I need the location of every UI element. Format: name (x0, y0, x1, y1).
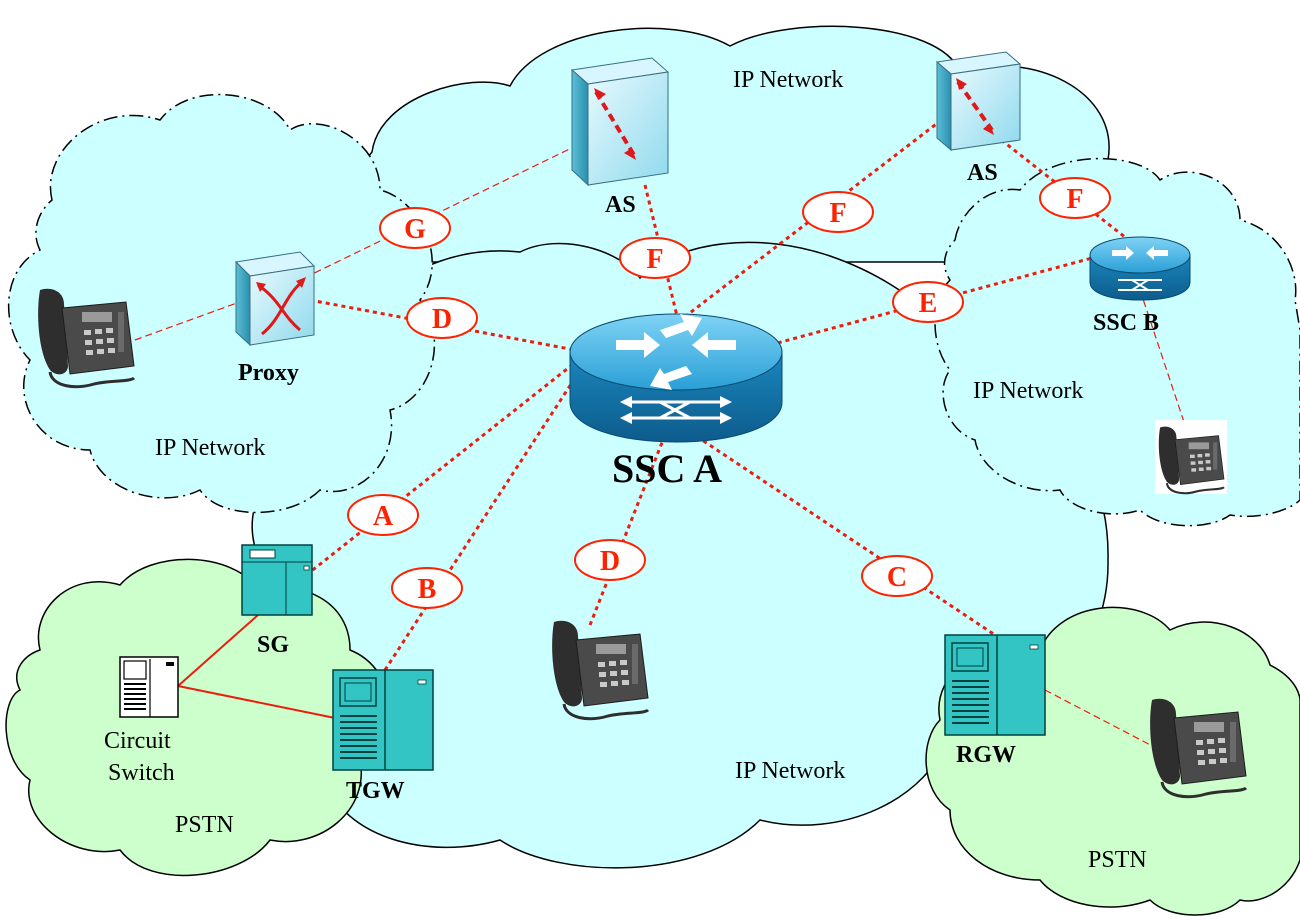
interface-f-left-label: F (646, 244, 663, 275)
interface-d-proxy-label: D (432, 304, 452, 335)
link-a (299, 363, 573, 582)
link-b (383, 377, 577, 671)
ip-network-left-label: IP Network (155, 435, 265, 461)
interface-f-right: F (1039, 177, 1111, 219)
interface-d-proxy: D (406, 297, 478, 339)
interface-c-label: C (887, 562, 907, 593)
interface-e-label: E (919, 288, 938, 319)
link-cs-tgw (177, 685, 336, 719)
pstn-cloud-left (5, 558, 390, 877)
ssc-b-label: SSC B (1093, 310, 1159, 336)
interface-a: A (347, 494, 419, 536)
link-phone-proxy (134, 299, 246, 341)
proxy-server[interactable] (234, 251, 316, 347)
circuit-switch-label-line1: Circuit (104, 728, 171, 754)
sg-label: SG (257, 632, 289, 658)
ssc-a-router[interactable] (569, 313, 783, 443)
as-right-label: AS (967, 160, 998, 186)
ssc-a-label: SSC A (612, 446, 722, 491)
link-c (689, 430, 996, 637)
interface-d-phone-label: D (600, 546, 620, 577)
proxy-label: Proxy (238, 360, 299, 386)
interface-b-label: B (418, 574, 437, 605)
ssc-b-router[interactable] (1089, 236, 1191, 301)
interface-b: B (391, 567, 463, 609)
tgw-gateway[interactable] (332, 669, 434, 771)
interface-c: C (861, 555, 933, 597)
link-sscb-phone (1139, 289, 1186, 426)
interface-e: E (892, 281, 964, 323)
interface-f-left: F (619, 237, 691, 279)
interface-a-label: A (373, 501, 394, 532)
as-left-label: AS (605, 192, 636, 218)
ip-network-right-label: IP Network (973, 378, 1083, 404)
ip-network-bottom-label: IP Network (735, 758, 845, 784)
interface-d-phone: D (574, 539, 646, 581)
interface-f-mid: F (802, 191, 874, 233)
ip-network-top-label: IP Network (733, 67, 843, 93)
interface-f-right-label: F (1066, 184, 1083, 215)
as-server-left[interactable] (570, 57, 670, 187)
as-server-right[interactable] (935, 51, 1022, 152)
sg-gateway[interactable] (241, 544, 313, 616)
pstn-left-label: PSTN (175, 812, 234, 838)
pstn-right-label: PSTN (1088, 847, 1147, 873)
rgw-gateway[interactable] (944, 634, 1046, 736)
phone-icon-right-ip[interactable] (1155, 420, 1227, 495)
link-cs-sg (177, 614, 259, 687)
ip-cloud-left (7, 93, 436, 514)
interface-f-mid-label: F (829, 198, 846, 229)
interface-g: G (379, 207, 451, 249)
tgw-label: TGW (346, 778, 405, 804)
link-g (299, 139, 589, 281)
circuit-switch-icon[interactable] (119, 656, 179, 718)
link-d-phone (588, 434, 667, 626)
link-d-proxy (309, 298, 576, 352)
link-f-left (643, 184, 680, 321)
interface-g-label: G (404, 214, 426, 245)
rgw-label: RGW (956, 742, 1016, 768)
circuit-switch-label-line2: Switch (108, 760, 175, 786)
